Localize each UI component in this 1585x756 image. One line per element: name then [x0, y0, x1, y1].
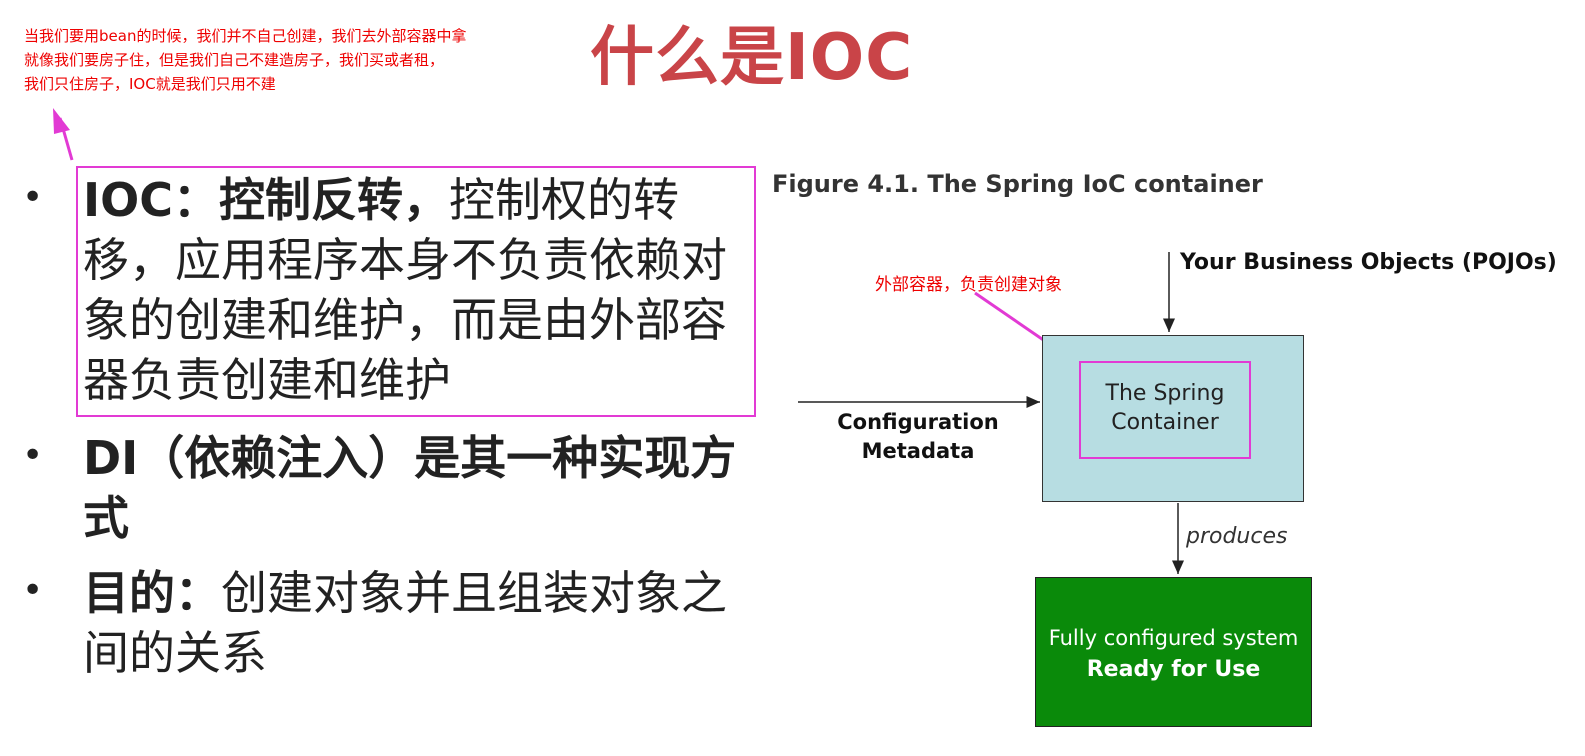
system-line-1: Fully configured system — [1048, 626, 1299, 650]
config-line-2: Metadata — [861, 439, 975, 463]
annotation-note: 当我们要用bean的时候，我们并不自己创建，我们去外部容器中拿 就像我们要房子住… — [24, 24, 466, 96]
annotation-arrowhead — [53, 108, 70, 134]
bullet-marker: • — [22, 570, 44, 611]
annotation-line-2: 就像我们要房子住，但是我们自己不建造房子，我们买或者租， — [24, 51, 445, 69]
configured-system-box: Fully configured system Ready for Use — [1035, 577, 1312, 727]
produces-label: produces — [1186, 524, 1288, 549]
highlight-box — [76, 166, 756, 417]
bullet-purpose-bold: 目的： — [83, 566, 221, 620]
bullet-di: DI（依赖注入）是其一种实现方式 — [83, 428, 763, 548]
bullet-marker: • — [22, 177, 44, 218]
bullet-di-bold: DI（依赖注入）是其一种实现方式 — [83, 431, 737, 545]
bullet-ioc: IOC：控制反转，控制权的转移，应用程序本身不负责依赖对象的创建和维护，而是由外… — [83, 170, 753, 410]
container-note: 外部容器，负责创建对象 — [875, 275, 1062, 295]
bullet-ioc-text: 控制权的转移，应用程序本身不负责依赖对象的创建和维护，而是由外部容器负责创建和维… — [83, 173, 727, 407]
bullet-purpose: 目的：创建对象并且组装对象之间的关系 — [83, 563, 763, 683]
system-line-2: Ready for Use — [1086, 657, 1261, 682]
bullet-ioc-bold: IOC：控制反转， — [83, 173, 449, 227]
annotation-line-1: 当我们要用bean的时候，我们并不自己创建，我们去外部容器中拿 — [24, 27, 467, 45]
config-line-1: Configuration — [837, 410, 999, 434]
bullet-purpose-text: 创建对象并且组装对象之间的关系 — [83, 566, 727, 680]
configuration-metadata-label: Configuration Metadata — [818, 408, 1018, 466]
bullet-marker: • — [22, 435, 44, 476]
spring-container-line-1: The Spring — [1105, 381, 1225, 406]
annotation-line-3: 我们只住房子，IOC就是我们只用不建 — [24, 75, 276, 93]
figure-caption: Figure 4.1. The Spring IoC container — [772, 170, 1263, 198]
slide-title: 什么是IOC — [590, 21, 914, 95]
business-objects-label: Your Business Objects (POJOs) — [1180, 250, 1557, 275]
spring-container-line-2: Container — [1111, 410, 1219, 435]
spring-container-label: The Spring Container — [1079, 361, 1251, 459]
